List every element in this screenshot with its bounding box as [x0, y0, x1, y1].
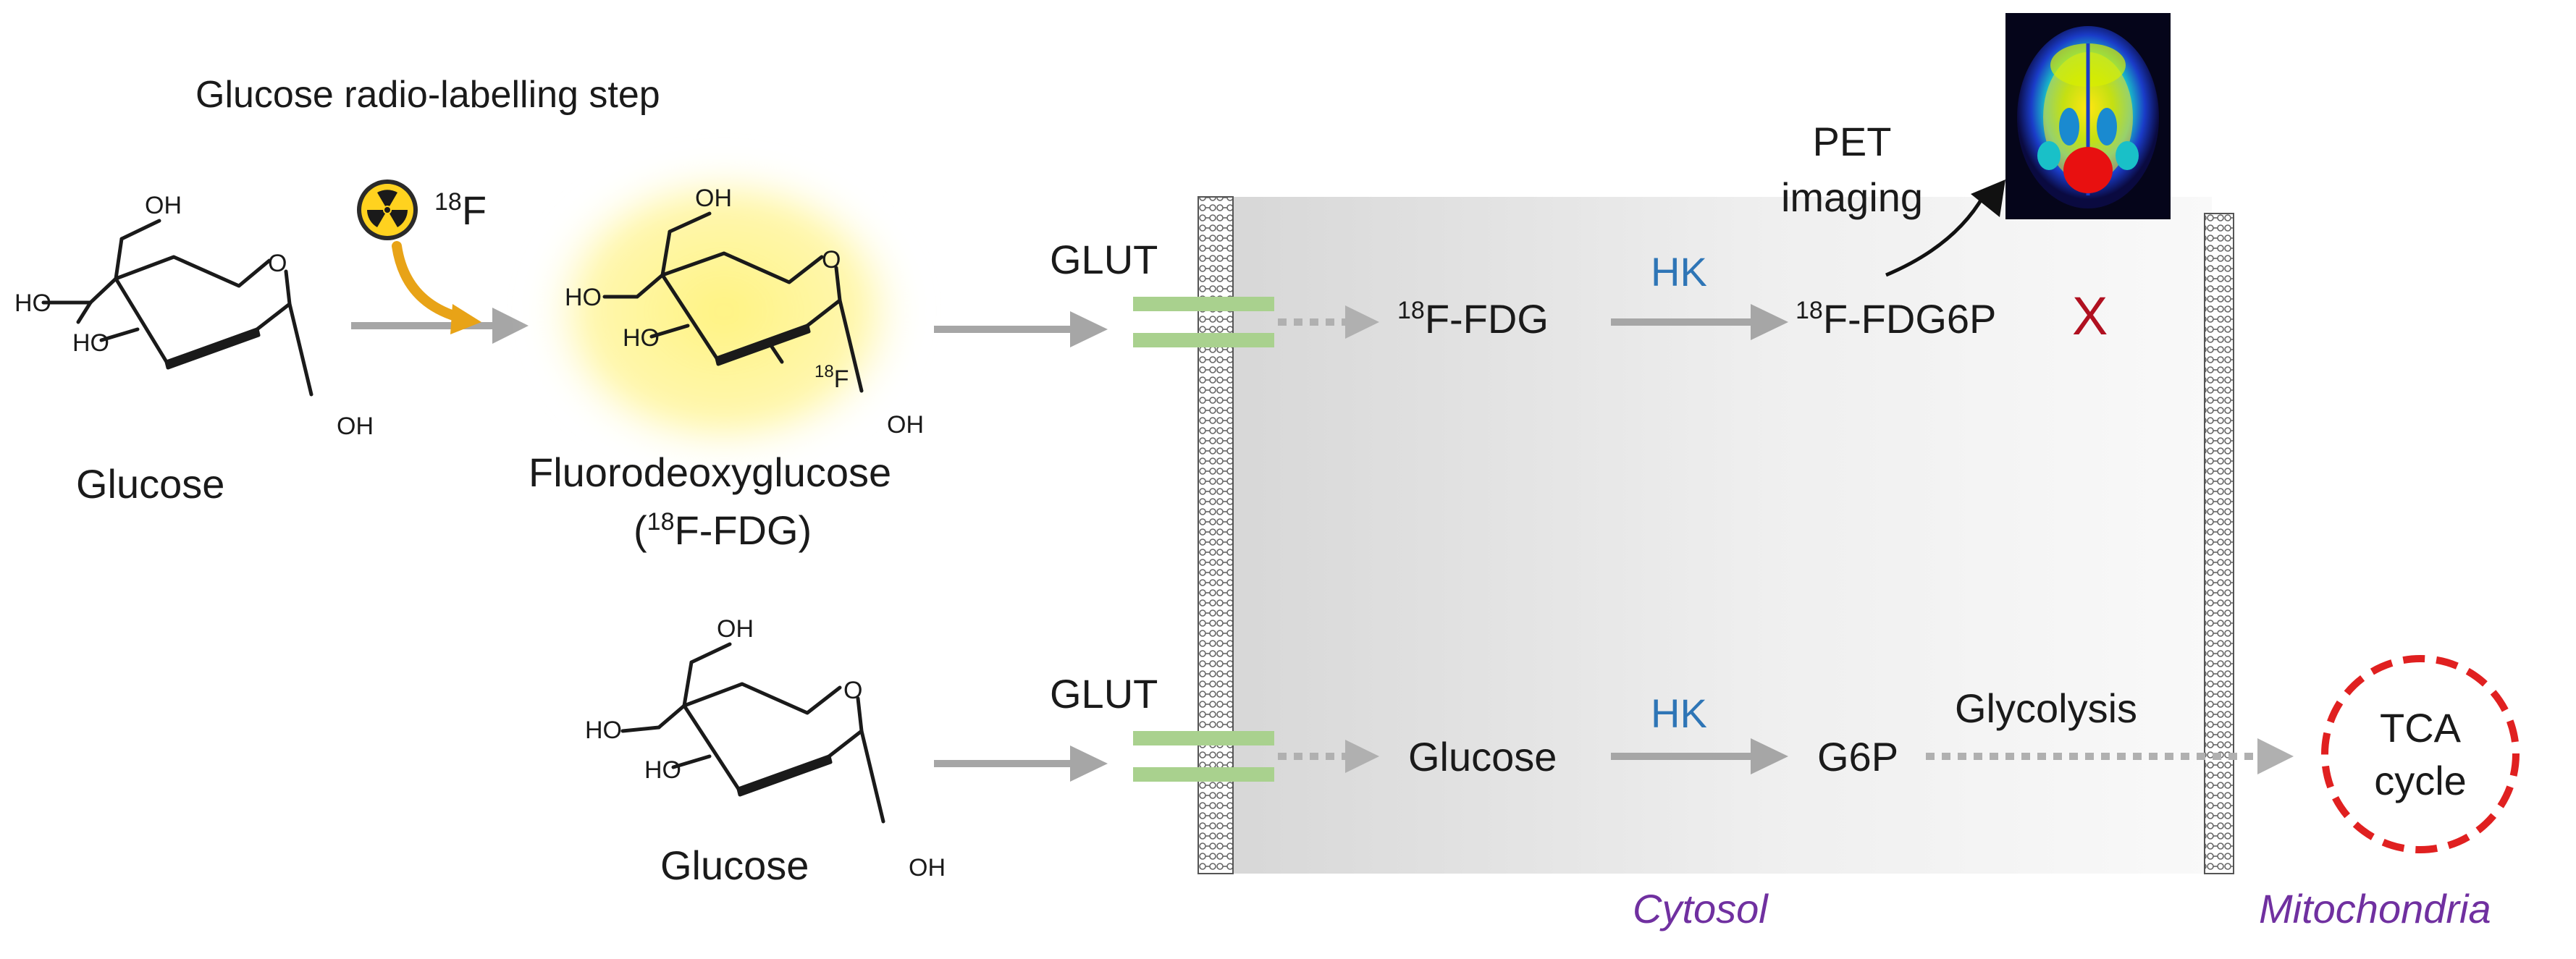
cytosol-region-label: Cytosol: [1633, 886, 1769, 931]
isotope-incorporation-arrow: [392, 241, 468, 324]
radiation-trefoil-icon: [357, 179, 418, 240]
isotope-arrowhead: [450, 304, 481, 334]
mitochondrial-membrane: [2204, 213, 2234, 874]
fdg-abbrev: (18F-FDG): [634, 507, 812, 553]
pet-imaging-line1: PET: [1813, 119, 1892, 164]
g6p-label: G6P: [1817, 734, 1898, 780]
atom-ho: HO: [565, 284, 602, 311]
tca-line2: cycle: [2374, 758, 2467, 803]
isotope-label: 18F: [434, 187, 487, 233]
blocked-mark: X: [2072, 286, 2108, 346]
brain-pet-scan-image: [2005, 13, 2171, 219]
atom-ring-o: O: [268, 250, 287, 277]
glut-top-label: GLUT: [1050, 237, 1158, 282]
atom-oh: OH: [717, 615, 754, 643]
glycolysis-arrowhead: [2257, 738, 2294, 774]
atom-ho: HO: [623, 324, 660, 352]
glucose-bottom-structure: OH O HO HO OH: [585, 615, 946, 882]
pet-imaging-arrowhead: [1971, 179, 2005, 217]
tca-cycle-circle: [2321, 655, 2520, 853]
glucose-transport-arrowhead: [1345, 740, 1379, 773]
glycolysis-label: Glycolysis: [1955, 685, 2137, 731]
atom-ho: HO: [644, 756, 681, 784]
fdg-glow: [529, 156, 919, 467]
fdg6p-label: 18F-FDG6P: [1796, 296, 1996, 342]
cytosol-fdg-label: 18F-FDG: [1397, 296, 1549, 342]
cytosol-glucose-label: Glucose: [1408, 734, 1557, 780]
atom-ho: HO: [72, 329, 109, 357]
atom-ring-o: O: [843, 677, 862, 704]
glucose-uptake-arrowhead: [1070, 745, 1108, 782]
atom-oh: OH: [337, 413, 374, 440]
atom-oh: OH: [695, 185, 732, 212]
fdg-label: Fluorodeoxyglucose: [529, 449, 891, 495]
enzyme-hk-top: HK: [1651, 249, 1707, 295]
atom-oh: OH: [887, 411, 924, 439]
mitochondria-region-label: Mitochondria: [2259, 886, 2491, 931]
glut-transporter: [1133, 297, 1274, 347]
glucose-bottom-label: Glucose: [660, 842, 809, 888]
glut-bottom-label: GLUT: [1050, 671, 1158, 717]
atom-ho: HO: [14, 290, 51, 317]
glut-transporter: [1133, 731, 1274, 782]
fdg-uptake-arrowhead: [1070, 311, 1108, 347]
fdg-transport-arrowhead: [1345, 305, 1379, 339]
pet-imaging-line2: imaging: [1781, 174, 1923, 220]
atom-oh: OH: [145, 192, 182, 219]
atom-oh: OH: [909, 854, 946, 882]
glucose-top-label: Glucose: [76, 461, 224, 507]
pet-imaging-arrow: [1885, 194, 1986, 277]
atom-ho: HO: [585, 717, 622, 744]
labelling-arrowhead: [492, 308, 529, 344]
phosphorylation-arrowhead-bottom: [1751, 738, 1788, 774]
phosphorylation-arrowhead-top: [1751, 304, 1788, 340]
atom-ring-o: O: [822, 246, 841, 274]
atom-f: 18F: [815, 362, 849, 393]
glucose-top-structure: OH O HO HO OH: [14, 192, 374, 440]
fdg-structure: OH O HO HO 18F OH: [565, 185, 924, 439]
tca-line1: TCA: [2380, 705, 2462, 751]
enzyme-hk-bottom: HK: [1651, 690, 1707, 736]
cytosol-region: [1227, 197, 2212, 874]
diagram-title: Glucose radio-labelling step: [195, 74, 660, 116]
